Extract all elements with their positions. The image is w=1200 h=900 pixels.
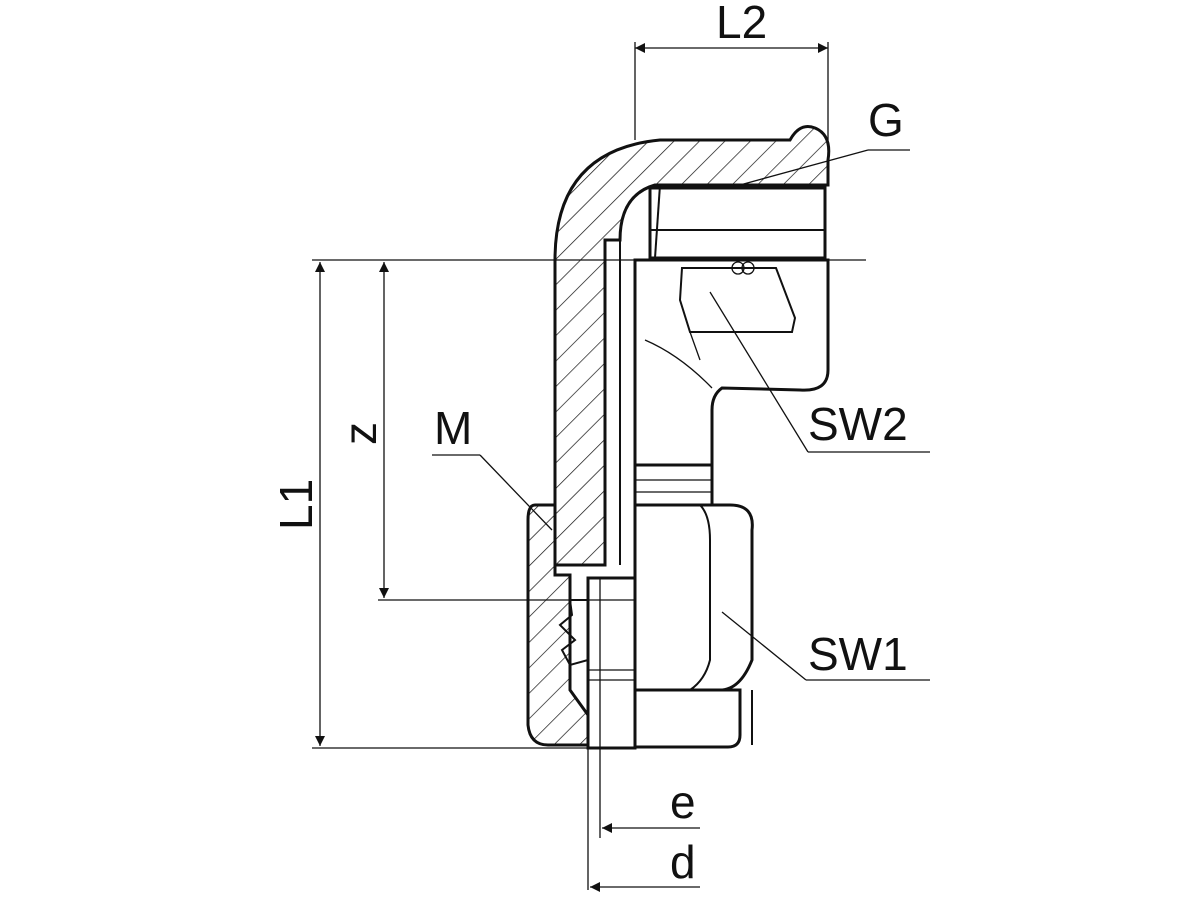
o-ring: [731, 261, 745, 275]
elbow-wall-section: [553, 125, 831, 567]
sw1-leader: [721, 611, 807, 681]
union-nut-sw1: [526, 503, 754, 750]
label-e: e: [670, 776, 696, 828]
nut-section: [526, 503, 590, 747]
label-sw2: SW2: [808, 398, 908, 450]
label-sw1: SW1: [808, 628, 908, 680]
hex-chamfer: [654, 184, 661, 259]
label-l2: L2: [716, 0, 767, 48]
swivel-body: [633, 258, 830, 467]
g-leader: [739, 149, 869, 186]
tube: [586, 576, 637, 750]
label-d: d: [670, 836, 696, 888]
m-leader: [479, 454, 553, 531]
labels: L2 G SW2 M z L1 SW1 e d: [270, 0, 908, 888]
label-z: z: [334, 422, 386, 445]
label-l1: L1: [270, 479, 322, 530]
label-g: G: [868, 94, 904, 146]
dimensions: [312, 42, 930, 892]
sleeve: [678, 267, 797, 333]
nut-hex: [633, 503, 754, 692]
label-m: M: [434, 402, 472, 454]
elbow-body: [553, 125, 831, 567]
ferrule: [558, 599, 589, 667]
sw2-leader: [709, 291, 809, 453]
swivel-hex-sw2: [648, 186, 827, 260]
neck: [633, 463, 714, 507]
